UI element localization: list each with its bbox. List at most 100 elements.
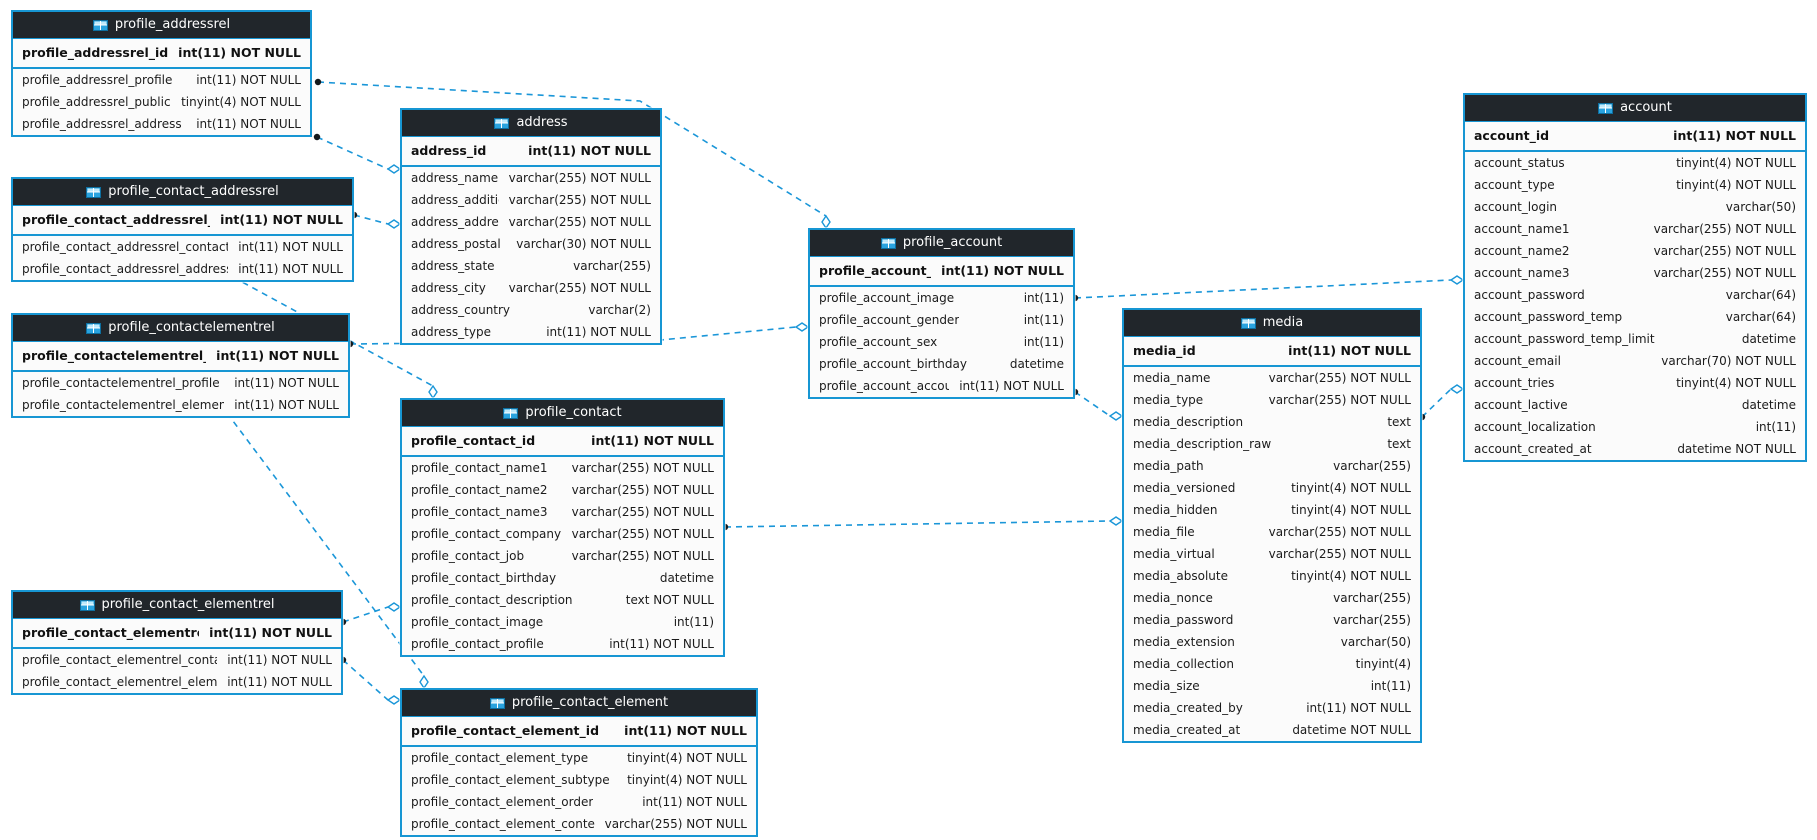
relation-profile_contact_elementrel-to-profile_contact_element[interactable]: [339, 656, 402, 705]
table-header[interactable]: account: [1465, 95, 1805, 122]
relation-profile_addressrel-to-address[interactable]: [313, 133, 402, 174]
column-row[interactable]: profile_contact_element_type tinyint(4) …: [402, 747, 756, 769]
db-table[interactable]: profile_contact profile_contact_id int(1…: [400, 398, 725, 657]
relation-line[interactable]: [342, 606, 389, 623]
pk-column-row[interactable]: profile_contact_elementrel_id int(11) NO…: [13, 619, 341, 649]
db-table[interactable]: media media_id int(11) NOT NULL media_na…: [1122, 308, 1422, 743]
column-row[interactable]: profile_account_image int(11): [810, 287, 1073, 309]
column-row[interactable]: profile_contact_birthday datetime: [402, 567, 723, 589]
table-header[interactable]: address: [402, 110, 660, 137]
column-row[interactable]: address_state varchar(255): [402, 255, 660, 277]
column-row[interactable]: media_collection tinyint(4): [1124, 653, 1420, 675]
column-row[interactable]: profile_addressrel_public tinyint(4) NOT…: [13, 91, 310, 113]
column-row[interactable]: profile_contact_company varchar(255) NOT…: [402, 523, 723, 545]
db-table[interactable]: address address_id int(11) NOT NULL addr…: [400, 108, 662, 345]
relation-profile_account-to-media[interactable]: [1071, 388, 1124, 421]
column-row[interactable]: address_name varchar(255) NOT NULL: [402, 167, 660, 189]
db-table[interactable]: profile_contactelementrel profile_contac…: [11, 313, 350, 418]
relation-profile_contact_elementrel-to-profile_contact[interactable]: [339, 602, 402, 626]
column-row[interactable]: profile_addressrel_address int(11) NOT N…: [13, 113, 310, 135]
column-row[interactable]: address_addition varchar(255) NOT NULL: [402, 189, 660, 211]
table-header[interactable]: profile_contact_element: [402, 690, 756, 717]
column-row[interactable]: address_city varchar(255) NOT NULL: [402, 277, 660, 299]
column-row[interactable]: profile_contactelementrel_profile int(11…: [13, 372, 348, 394]
column-row[interactable]: profile_contactelementrel_element int(11…: [13, 394, 348, 416]
column-row[interactable]: profile_contact_addressrel_address int(1…: [13, 258, 352, 280]
pk-column-row[interactable]: profile_contact_addressrel_id int(11) NO…: [13, 206, 352, 236]
column-row[interactable]: profile_contact_elementrel_contact int(1…: [13, 649, 341, 671]
column-row[interactable]: profile_contact_elementrel_element int(1…: [13, 671, 341, 693]
table-header[interactable]: profile_contact: [402, 400, 723, 427]
column-row[interactable]: media_description text: [1124, 411, 1420, 433]
column-row[interactable]: account_name2 varchar(255) NOT NULL: [1465, 240, 1805, 262]
column-row[interactable]: profile_contact_image int(11): [402, 611, 723, 633]
column-row[interactable]: media_virtual varchar(255) NOT NULL: [1124, 543, 1420, 565]
column-row[interactable]: media_created_at datetime NOT NULL: [1124, 719, 1420, 741]
column-row[interactable]: media_name varchar(255) NOT NULL: [1124, 367, 1420, 389]
column-row[interactable]: media_hidden tinyint(4) NOT NULL: [1124, 499, 1420, 521]
db-table[interactable]: profile_contact_elementrel profile_conta…: [11, 590, 343, 695]
relation-profile_addressrel-to-profile_account[interactable]: [314, 78, 831, 230]
column-row[interactable]: media_password varchar(255): [1124, 609, 1420, 631]
column-row[interactable]: profile_contact_job varchar(255) NOT NUL…: [402, 545, 723, 567]
relation-line[interactable]: [1421, 388, 1452, 418]
column-row[interactable]: profile_contact_name3 varchar(255) NOT N…: [402, 501, 723, 523]
column-row[interactable]: account_type tinyint(4) NOT NULL: [1465, 174, 1805, 196]
column-row[interactable]: profile_contact_name2 varchar(255) NOT N…: [402, 479, 723, 501]
column-row[interactable]: profile_addressrel_profile int(11) NOT N…: [13, 69, 310, 91]
relation-profile_contact-to-media[interactable]: [721, 516, 1124, 531]
column-row[interactable]: account_login varchar(50): [1465, 196, 1805, 218]
column-row[interactable]: account_password varchar(64): [1465, 284, 1805, 306]
pk-column-row[interactable]: profile_contactelementrel_id int(11) NOT…: [13, 342, 348, 372]
column-row[interactable]: address_country varchar(2): [402, 299, 660, 321]
column-row[interactable]: media_description_raw text: [1124, 433, 1420, 455]
db-table[interactable]: profile_contact_addressrel profile_conta…: [11, 177, 354, 282]
column-row[interactable]: profile_account_gender int(11): [810, 309, 1073, 331]
column-row[interactable]: profile_contact_profile int(11) NOT NULL: [402, 633, 723, 655]
column-row[interactable]: account_localization int(11): [1465, 416, 1805, 438]
relation-line[interactable]: [353, 214, 389, 225]
relation-media-to-account[interactable]: [1418, 384, 1465, 421]
pk-column-row[interactable]: profile_contact_element_id int(11) NOT N…: [402, 717, 756, 747]
column-row[interactable]: media_absolute tinyint(4) NOT NULL: [1124, 565, 1420, 587]
column-row[interactable]: profile_contact_description text NOT NUL…: [402, 589, 723, 611]
column-row[interactable]: account_status tinyint(4) NOT NULL: [1465, 152, 1805, 174]
relation-line[interactable]: [342, 659, 389, 701]
pk-column-row[interactable]: profile_account_id int(11) NOT NULL: [810, 257, 1073, 287]
table-header[interactable]: profile_contact_addressrel: [13, 179, 352, 206]
relation-profile_contact_addressrel-to-address[interactable]: [350, 211, 402, 229]
column-row[interactable]: media_versioned tinyint(4) NOT NULL: [1124, 477, 1420, 499]
table-header[interactable]: profile_addressrel: [13, 12, 310, 39]
column-row[interactable]: account_name1 varchar(255) NOT NULL: [1465, 218, 1805, 240]
relation-line[interactable]: [1074, 391, 1111, 417]
column-row[interactable]: address_address varchar(255) NOT NULL: [402, 211, 660, 233]
db-table[interactable]: account account_id int(11) NOT NULL acco…: [1463, 93, 1807, 462]
column-row[interactable]: profile_contact_element_order int(11) NO…: [402, 791, 756, 813]
column-row[interactable]: account_password_temp varchar(64): [1465, 306, 1805, 328]
relation-line[interactable]: [316, 136, 389, 170]
db-table[interactable]: profile_account profile_account_id int(1…: [808, 228, 1075, 399]
pk-column-row[interactable]: account_id int(11) NOT NULL: [1465, 122, 1805, 152]
column-row[interactable]: address_postal varchar(30) NOT NULL: [402, 233, 660, 255]
pk-column-row[interactable]: profile_addressrel_id int(11) NOT NULL: [13, 39, 310, 69]
column-row[interactable]: account_name3 varchar(255) NOT NULL: [1465, 262, 1805, 284]
column-row[interactable]: profile_account_birthday datetime: [810, 353, 1073, 375]
relation-line[interactable]: [1074, 279, 1452, 299]
relation-profile_account-to-account[interactable]: [1071, 275, 1465, 302]
pk-column-row[interactable]: media_id int(11) NOT NULL: [1124, 337, 1420, 367]
column-row[interactable]: profile_contact_element_content varchar(…: [402, 813, 756, 835]
column-row[interactable]: profile_account_account int(11) NOT NULL: [810, 375, 1073, 397]
pk-column-row[interactable]: address_id int(11) NOT NULL: [402, 137, 660, 167]
column-row[interactable]: media_nonce varchar(255): [1124, 587, 1420, 609]
column-row[interactable]: account_email varchar(70) NOT NULL: [1465, 350, 1805, 372]
column-row[interactable]: profile_contact_addressrel_contact int(1…: [13, 236, 352, 258]
column-row[interactable]: media_created_by int(11) NOT NULL: [1124, 697, 1420, 719]
table-header[interactable]: media: [1124, 310, 1420, 337]
column-row[interactable]: media_file varchar(255) NOT NULL: [1124, 521, 1420, 543]
relation-line[interactable]: [317, 81, 827, 217]
table-header[interactable]: profile_contactelementrel: [13, 315, 348, 342]
column-row[interactable]: media_extension varchar(50): [1124, 631, 1420, 653]
column-row[interactable]: profile_contact_element_subtype tinyint(…: [402, 769, 756, 791]
table-header[interactable]: profile_contact_elementrel: [13, 592, 341, 619]
